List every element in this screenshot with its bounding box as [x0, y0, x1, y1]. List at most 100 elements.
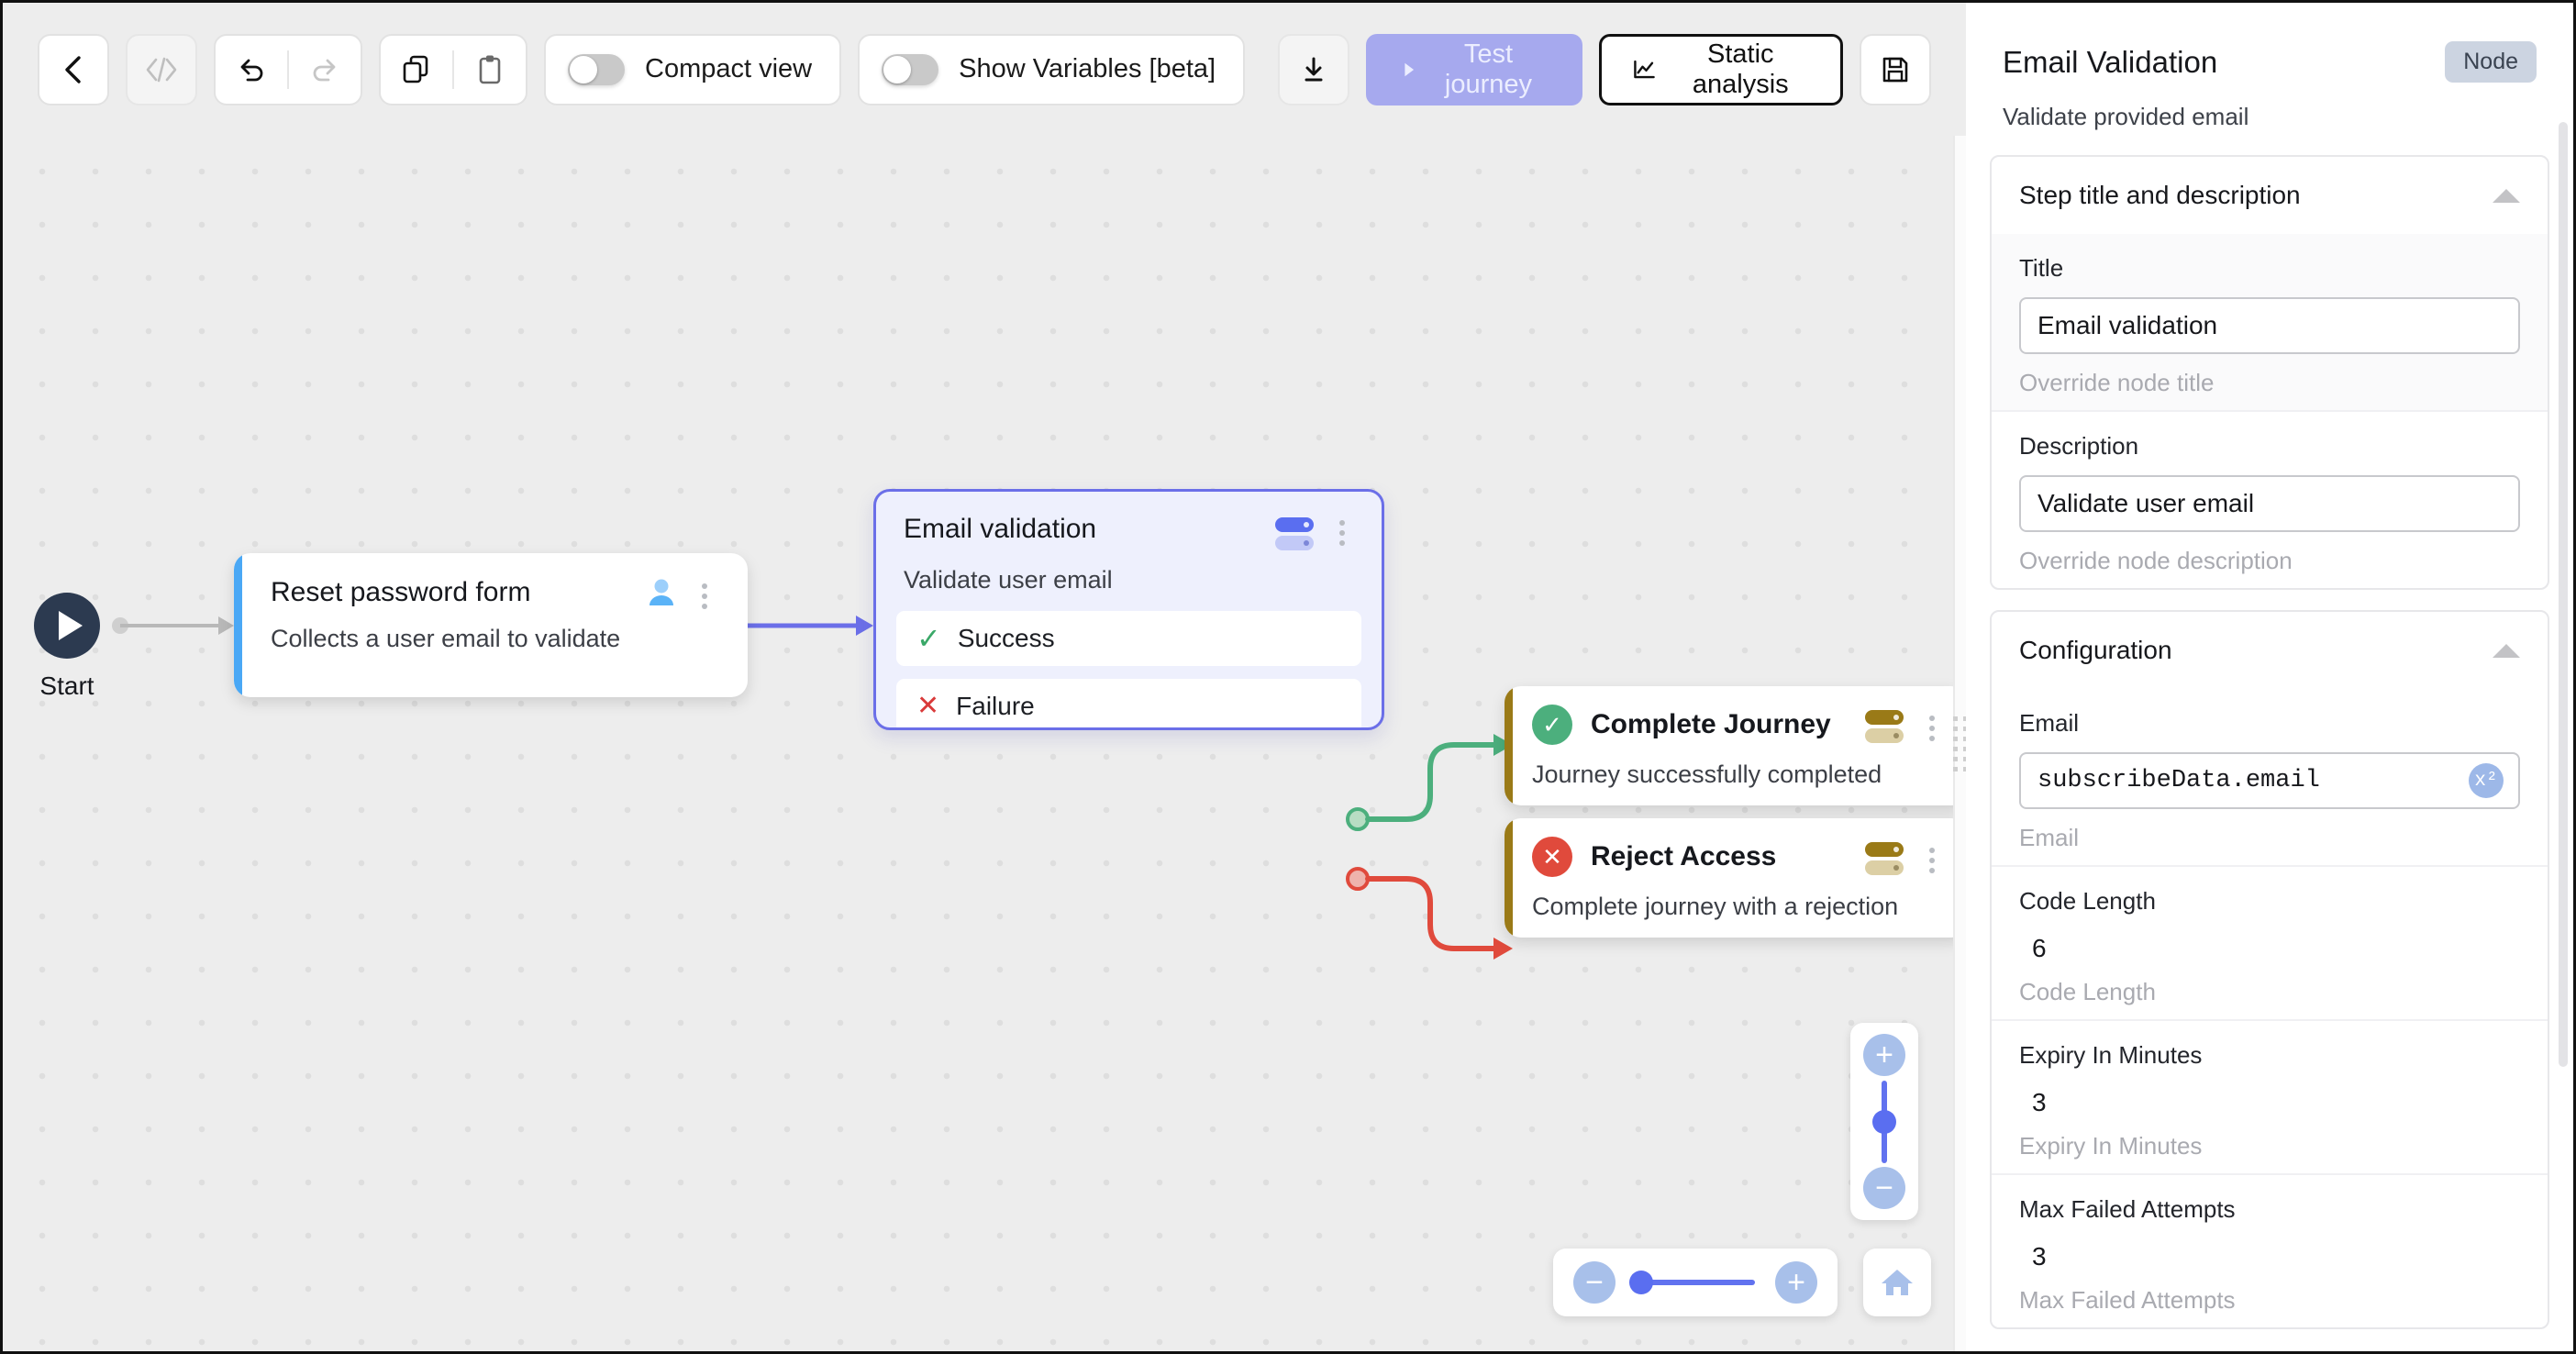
start-label: Start	[39, 671, 94, 700]
redo-icon	[313, 59, 336, 81]
toggle-switch[interactable]	[568, 53, 625, 85]
save-icon	[1882, 57, 1908, 82]
node-menu-button[interactable]	[693, 577, 716, 609]
fit-view-button[interactable]	[1863, 1249, 1931, 1316]
paste-button[interactable]	[454, 36, 526, 104]
node-inspector-panel: Email Validation Node Validate provided …	[1966, 3, 2573, 1351]
inspector-subtitle: Validate provided email	[2003, 103, 2249, 130]
x-circle-icon: ✕	[1532, 837, 1572, 877]
download-button[interactable]	[1278, 33, 1350, 105]
check-icon: ✓	[916, 622, 941, 655]
caret-up-icon[interactable]	[2493, 643, 2520, 658]
toggle-switch[interactable]	[882, 53, 939, 85]
zoom-out-button[interactable]: −	[1573, 1261, 1616, 1304]
static-analysis-label: Static analysis	[1692, 39, 1789, 99]
field-value: subscribeData.email	[2037, 767, 2320, 794]
start-node[interactable]: Start	[34, 593, 100, 701]
email-input[interactable]: subscribeData.email x²	[2019, 752, 2520, 809]
zoom-slider-vertical[interactable]	[1872, 1080, 1896, 1163]
grip-dots-icon	[1953, 716, 1966, 771]
history-group	[214, 33, 362, 105]
test-journey-label: Test journey	[1444, 39, 1533, 99]
horizontal-zoom-control[interactable]: − +	[1553, 1249, 1838, 1316]
node-description: Complete journey with a rejection	[1532, 893, 1899, 920]
outcome-label: Success	[957, 624, 1055, 652]
vertical-zoom-control[interactable]: + −	[1850, 1023, 1918, 1220]
node-menu-button[interactable]	[1920, 709, 1944, 741]
zoom-in-button[interactable]: +	[1775, 1261, 1817, 1304]
inspector-header: Email Validation Node Validate provided …	[1966, 3, 2573, 155]
max-failed-attempts-input[interactable]: 3	[2032, 1242, 2047, 1271]
node-accent-bar	[234, 553, 242, 697]
field-label: Description	[2019, 432, 2139, 460]
test-journey-button[interactable]: Test journey	[1366, 33, 1583, 105]
show-variables-toggle[interactable]: Show Variables [beta]	[858, 33, 1246, 105]
code-view-button[interactable]	[126, 33, 197, 105]
node-title: Complete Journey	[1591, 709, 1831, 739]
variable-badge-icon	[1865, 842, 1904, 875]
check-circle-icon: ✓	[1532, 705, 1572, 745]
expression-toggle-icon[interactable]: x²	[2469, 763, 2504, 798]
back-button[interactable]	[38, 33, 109, 105]
edge-source-dot-success	[1346, 807, 1370, 831]
node-reject-access[interactable]: ✕ Reject Access Complete journey with a …	[1505, 818, 1966, 938]
section-header[interactable]: Step title and description	[1992, 157, 2548, 234]
save-button[interactable]	[1860, 33, 1931, 105]
undo-button[interactable]	[216, 36, 287, 104]
field-value: Email validation	[2037, 311, 2218, 339]
zoom-out-button[interactable]: −	[1863, 1167, 1905, 1209]
section-header[interactable]: Configuration	[1992, 612, 2548, 689]
inspector-scrollbar[interactable]	[2559, 122, 2568, 1067]
copy-button[interactable]	[381, 36, 452, 104]
clipboard-group	[379, 33, 527, 105]
node-outcome-success[interactable]: ✓ Success	[896, 611, 1361, 666]
zoom-in-button[interactable]: +	[1863, 1034, 1905, 1076]
static-analysis-button[interactable]: Static analysis	[1599, 33, 1843, 105]
field-value: Validate user email	[2037, 489, 2255, 517]
flow-edges	[112, 616, 1513, 960]
node-menu-button[interactable]	[1920, 841, 1944, 873]
description-input[interactable]: Validate user email	[2019, 475, 2520, 532]
compact-view-label: Compact view	[645, 54, 813, 83]
flow-canvas[interactable]: Start Reset password form Collects a use…	[3, 136, 1966, 1351]
node-accent-bar	[1505, 818, 1513, 938]
download-icon	[1305, 57, 1323, 81]
section-configuration: Configuration Email subscribeData.email …	[1990, 610, 2549, 1329]
field-help: Code Length	[2019, 978, 2156, 1005]
node-description: Validate user email	[904, 566, 1113, 594]
clipboard-icon	[479, 55, 501, 83]
node-complete-journey[interactable]: ✓ Complete Journey Journey successfully …	[1505, 686, 1966, 805]
title-input[interactable]: Email validation	[2019, 297, 2520, 354]
compact-view-toggle[interactable]: Compact view	[544, 33, 842, 105]
variable-badge-icon	[1275, 517, 1314, 550]
redo-button[interactable]	[289, 36, 361, 104]
show-variables-label: Show Variables [beta]	[959, 54, 1216, 83]
copy-icon	[403, 55, 428, 83]
x-icon: ✕	[916, 691, 940, 721]
code-length-input[interactable]: 6	[2032, 934, 2047, 962]
caret-up-icon[interactable]	[2493, 188, 2520, 203]
expiry-in-minutes-input[interactable]: 3	[2032, 1088, 2047, 1116]
divider	[287, 50, 289, 89]
panel-resize-handle[interactable]	[1953, 136, 1966, 1351]
node-email-validation[interactable]: Email validation Validate user email ✓ S…	[873, 489, 1384, 730]
node-description: Journey successfully completed	[1532, 760, 1882, 788]
node-title: Reset password form	[271, 577, 531, 607]
section-heading: Step title and description	[2019, 181, 2301, 209]
builder-toolbar: Compact view Show Variables [beta] Test …	[3, 3, 1966, 136]
field-label: Title	[2019, 254, 2064, 282]
field-help: Expiry In Minutes	[2019, 1132, 2203, 1160]
node-reset-password-form[interactable]: Reset password form Collects a user emai…	[234, 553, 748, 697]
chevron-left-icon	[65, 55, 81, 83]
node-outcome-failure[interactable]: ✕ Failure	[896, 679, 1361, 727]
node-description: Collects a user email to validate	[271, 625, 621, 652]
node-menu-button[interactable]	[1330, 514, 1354, 546]
play-icon	[1405, 62, 1415, 76]
section-heading: Configuration	[2019, 636, 2172, 664]
analytics-chart-icon	[1634, 60, 1656, 78]
field-title: Title Email validation Override node tit…	[1992, 234, 2548, 410]
zoom-slider-horizontal[interactable]	[1629, 1271, 1755, 1294]
node-accent-bar	[1505, 686, 1513, 805]
node-title: Email validation	[904, 514, 1097, 544]
